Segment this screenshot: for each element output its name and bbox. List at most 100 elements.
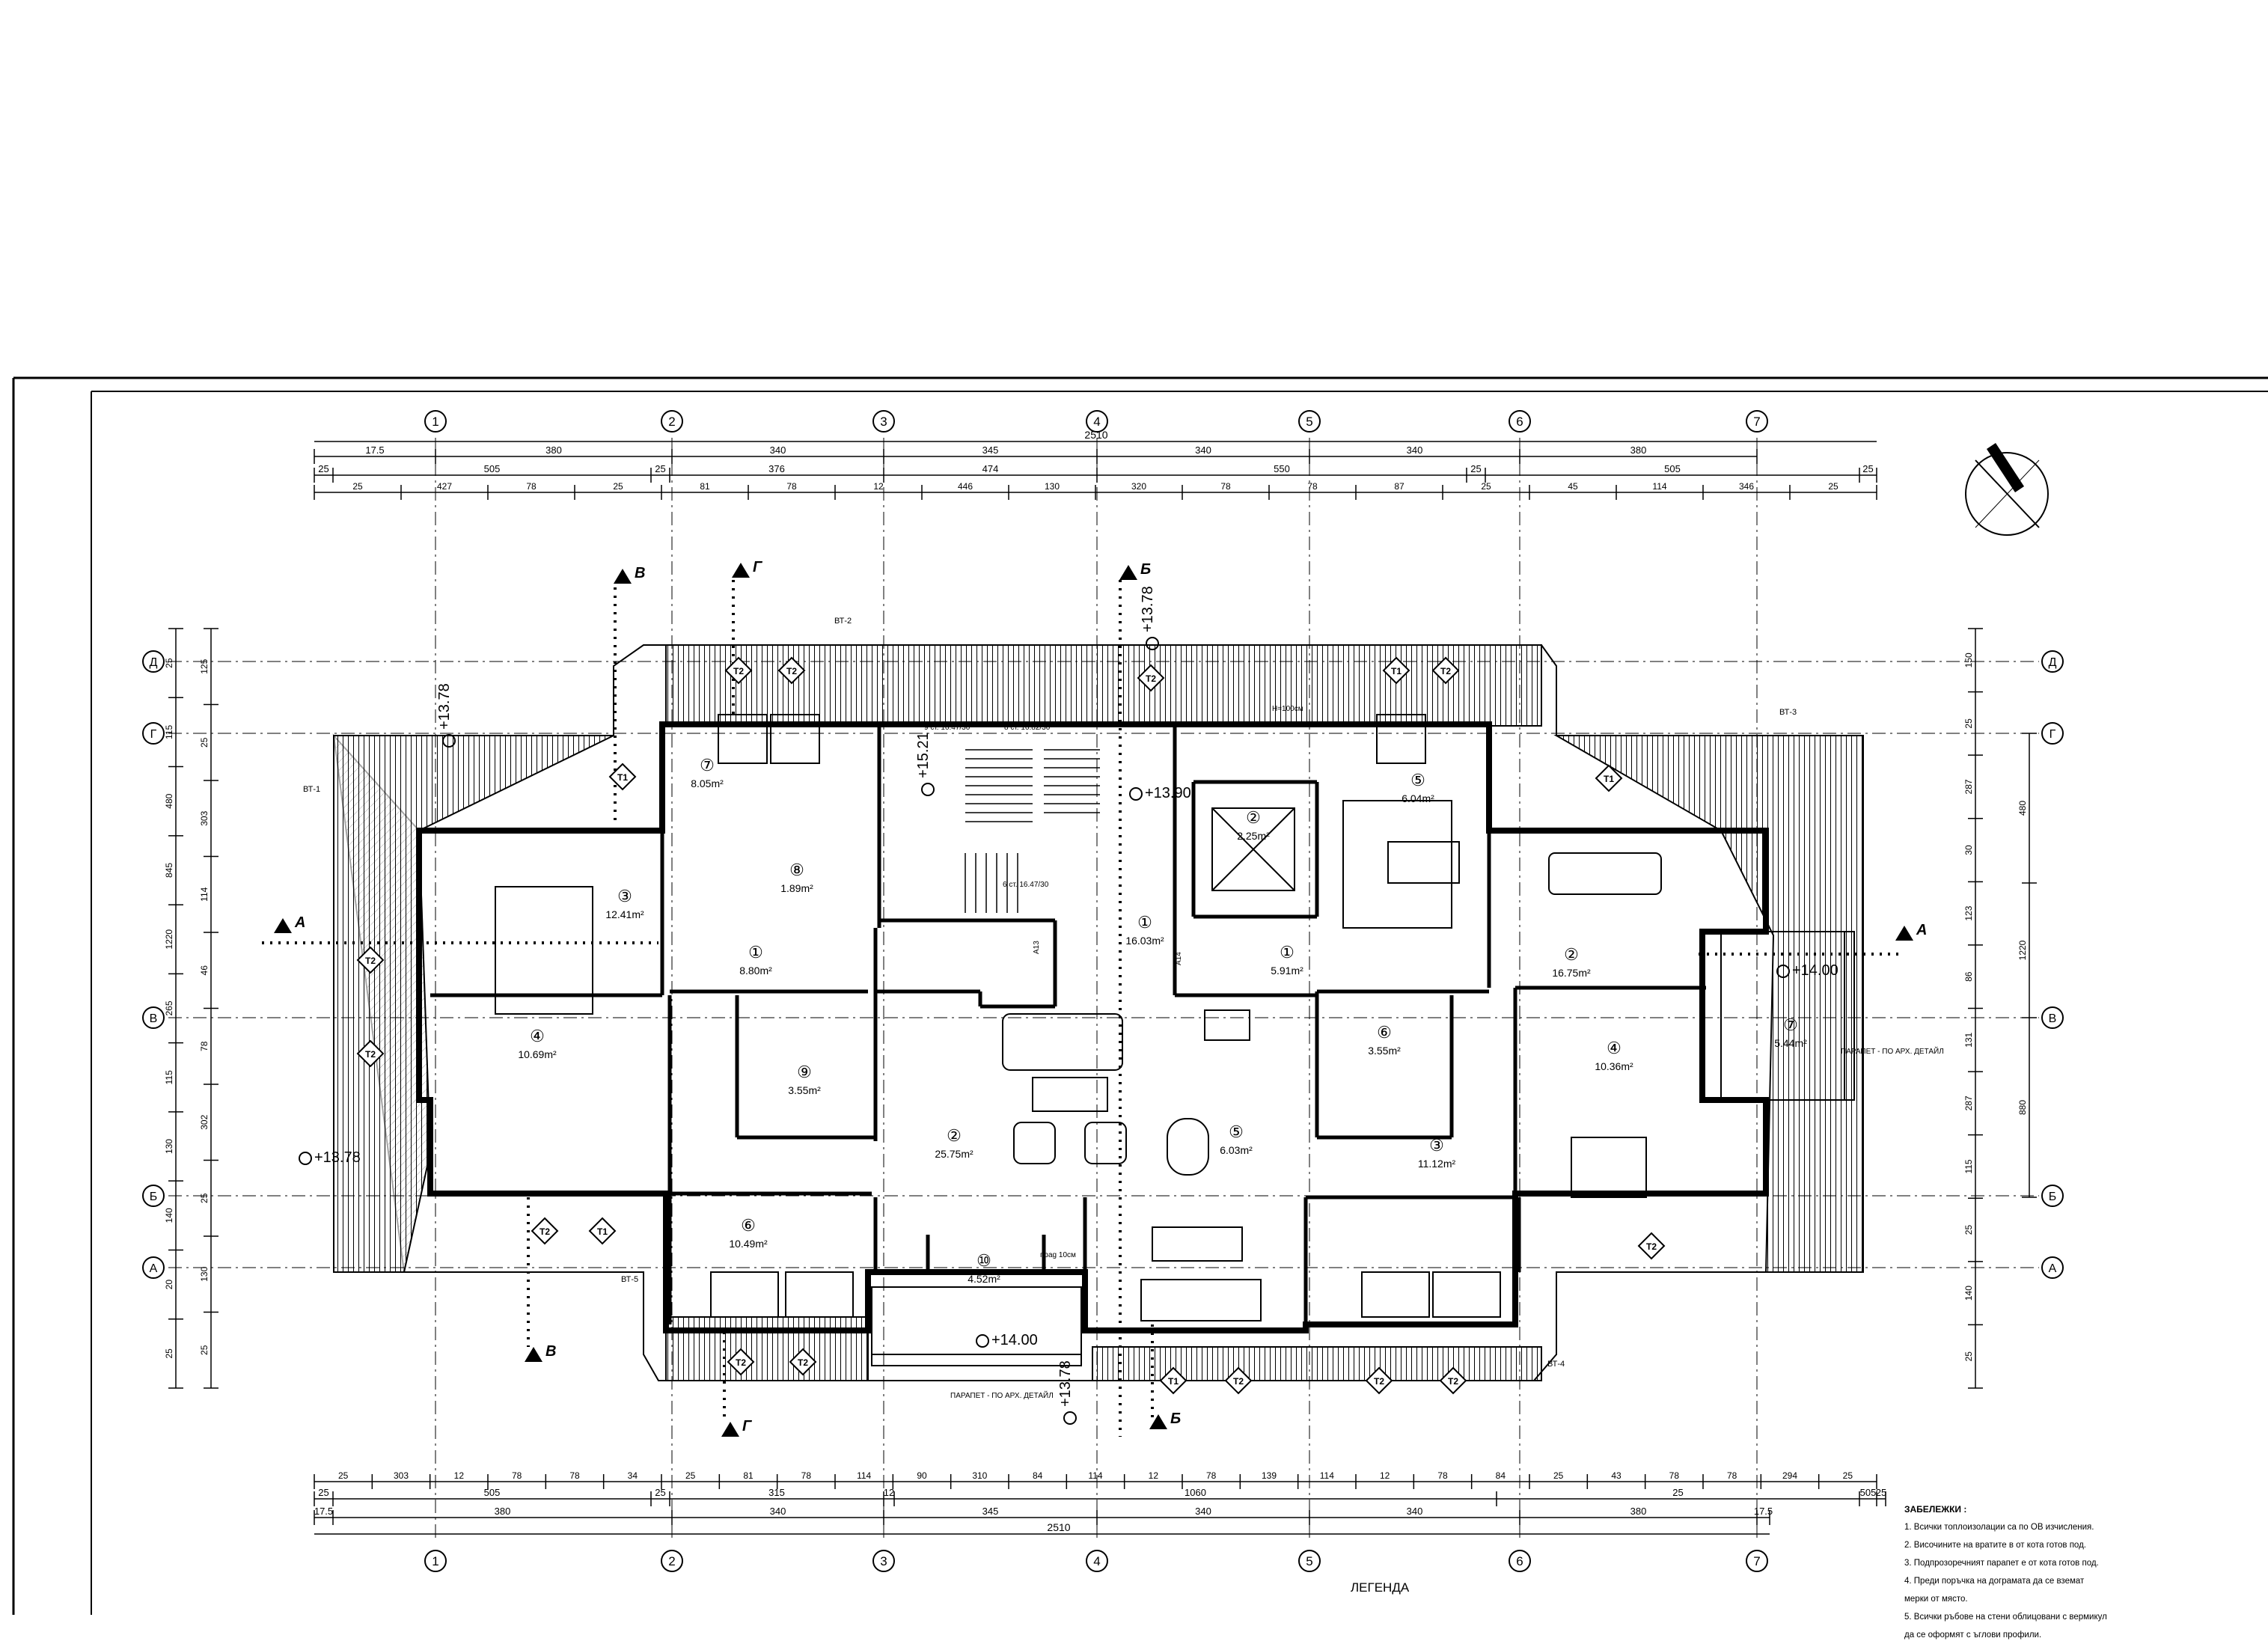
level-marker-icon [299,1152,312,1165]
dimension-value: 340 [1195,444,1211,456]
dimension-value: 505 [484,463,501,474]
beam-tag: ВТ-2 [834,617,852,626]
elevator-shaft [1211,807,1295,891]
misc-tag: прag 10см [1040,1251,1076,1259]
sheet-frame [12,376,2268,1615]
grid-label-col: 5 [1306,415,1312,429]
level-value: +13.78 [1140,586,1156,632]
staircase [965,749,1100,913]
dimension-value: 25 [655,463,665,474]
window-tag-icon [1595,764,1623,792]
dimension-value: 25 [1963,1225,1974,1235]
room-number: ⑤ [1229,1122,1244,1141]
section-label: А [294,914,305,931]
window-tag-label: T2 [1374,1376,1384,1387]
grid-bubble [2041,722,2064,745]
notes-title: ЗАБЕЛЕЖКИ : [1904,1504,1967,1515]
level-marker-icon [1129,787,1143,801]
note-item: 5. Всички ръбове на стени облицовани с в… [1904,1613,2107,1622]
section-arrow-icon [614,569,632,584]
grid-label-col: 7 [1753,1554,1760,1568]
grid-bubble [142,1256,165,1279]
dimension-value: 46 [199,965,210,976]
exterior-walls [416,721,1769,1333]
window-tag-label: T2 [1146,673,1156,684]
window-tag-icon [1224,1366,1253,1395]
balcony-bottom [871,1286,1082,1366]
window-tag-icon [588,1217,617,1245]
dimension-value: 315 [768,1487,785,1498]
dimension-value: 1060 [1185,1487,1206,1498]
interior-walls [430,724,1706,1324]
window-tag-icon [608,763,637,791]
dimension-value: 1220 [164,929,174,950]
window-tag-icon [777,656,806,685]
window-tag-icon [727,1348,755,1376]
dimension-value: 78 [526,481,537,492]
dimension-value: 505 [1860,1487,1877,1498]
dimension-value: 139 [1262,1470,1277,1481]
dimension-value: 12 [884,1487,894,1498]
section-label: В [635,565,645,581]
grid-bubble [872,1550,895,1572]
grid-label-row: Д [150,656,158,669]
dimension-value: 25 [1843,1470,1853,1481]
dimension-value: 78 [801,1470,812,1481]
stair-label: 6 ст. 16.47/30 [1003,881,1049,889]
window-tag-label: T2 [736,1357,746,1368]
section-arrow-icon [1895,926,1913,941]
grid-label-col: 6 [1516,415,1523,429]
dimension-value: 287 [1963,779,1974,794]
dimension-value: 140 [1963,1286,1974,1301]
dimension-value: 130 [164,1139,174,1154]
level-marker-icon [1063,1411,1077,1425]
window-tag-icon [1137,664,1165,692]
dimension-value: 427 [437,481,452,492]
dimension-value: 302 [199,1114,210,1129]
dimension-value: 25 [1672,1487,1683,1498]
room-area: 10.69m² [518,1048,557,1060]
beam-tag: ВТ-5 [621,1275,638,1284]
dimension-value: 480 [2017,801,2028,816]
note-item: мерки от място. [1904,1595,1968,1604]
room-area: 3.55m² [788,1084,821,1096]
dimension-value: 125 [199,658,210,673]
room-number: ⑨ [797,1063,812,1081]
grid-label-row: Д [2049,656,2057,669]
window-tag-label: T1 [617,772,628,783]
balcony-right [1720,931,1855,1101]
grid-bubble [872,410,895,433]
dimension-value: 505 [484,1487,501,1498]
section-label: В [545,1343,556,1360]
dimension-value: 114 [199,887,210,901]
grid-bubble [1298,1550,1321,1572]
misc-tag: ПАРАПЕТ - ПО АРХ. ДЕТАЙЛ [950,1390,1054,1400]
dimension-value: 340 [770,444,786,456]
window-tag-icon [1382,656,1410,685]
section-label: Б [1140,561,1151,578]
room-area: 11.12m² [1418,1158,1456,1170]
grid-label-col: 3 [880,415,887,429]
window-tag-icon [789,1348,817,1376]
dimension-value: 81 [700,481,710,492]
dimension-value: 480 [164,793,174,808]
misc-tag: A14 [1175,952,1183,965]
level-value: +13.78 [314,1149,361,1166]
room-area: 1.89m² [780,882,813,894]
dimension-value: 25 [338,1470,349,1481]
dimension-value: 78 [569,1470,580,1481]
dimension-value: 20 [164,1280,174,1290]
grid-label-col: 1 [432,415,438,429]
grid-label-col: 1 [432,1554,438,1568]
grid-bubble [1086,1550,1108,1572]
grid-bubble [142,722,165,745]
dimension-value: 1220 [2017,940,2028,960]
grid-label-col: 2 [668,415,675,429]
dimension-value: 12 [1149,1470,1159,1481]
grid-bubble [1509,1550,1531,1572]
note-item: 2. Височините на вратите в от кота готов… [1904,1541,2086,1550]
misc-tag: ПАРАПЕТ - ПО АРХ. ДЕТАЙЛ [1841,1046,1944,1056]
dimension-value: 345 [982,444,999,456]
window-tag-label: T1 [597,1226,608,1237]
